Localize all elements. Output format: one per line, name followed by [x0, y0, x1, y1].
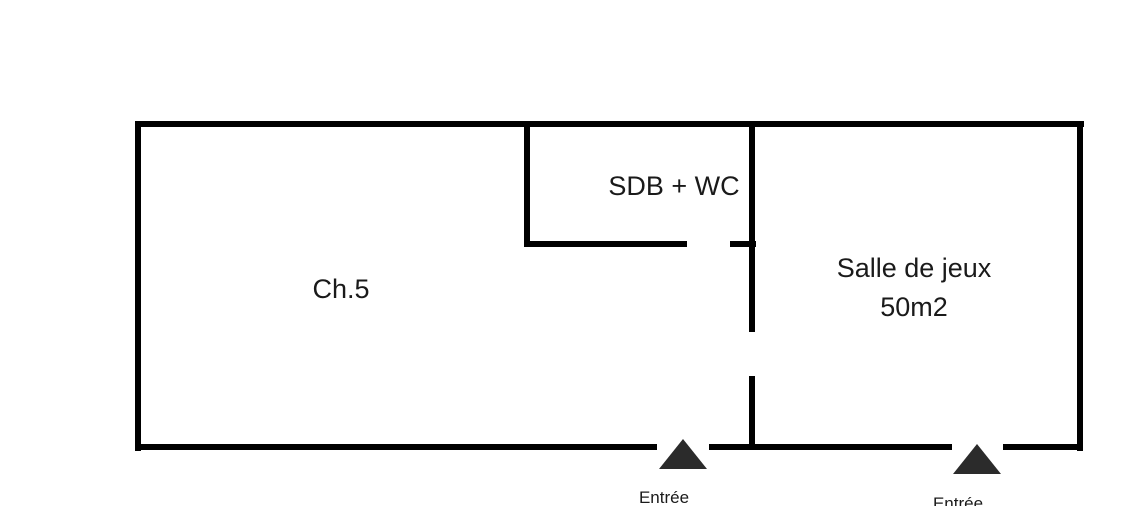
divider-wall-upper — [749, 121, 755, 332]
outer-wall-right — [1077, 121, 1083, 451]
bathroom-wall-bottom-stub — [730, 241, 756, 247]
entrance-label: Entrée — [639, 488, 689, 506]
entrance-arrow-icon — [659, 439, 707, 469]
outer-wall-bottom-left — [135, 444, 657, 450]
outer-wall-bottom-middle — [709, 444, 952, 450]
outer-wall-left — [135, 121, 141, 451]
bathroom-wall-bottom — [524, 241, 687, 247]
outer-wall-bottom-right — [1003, 444, 1083, 450]
room-label-games-room-area: 50m2 — [880, 292, 948, 322]
room-label-games-room: Salle de jeux — [837, 253, 992, 283]
room-label-bathroom: SDB + WC — [608, 171, 739, 201]
divider-wall-lower — [749, 376, 755, 450]
bathroom-wall-left — [524, 121, 530, 247]
room-label-bedroom: Ch.5 — [312, 274, 369, 304]
entrance-arrow-icon — [953, 444, 1001, 474]
outer-wall-top — [135, 121, 1084, 127]
entrance-label: Entrée — [933, 494, 983, 506]
